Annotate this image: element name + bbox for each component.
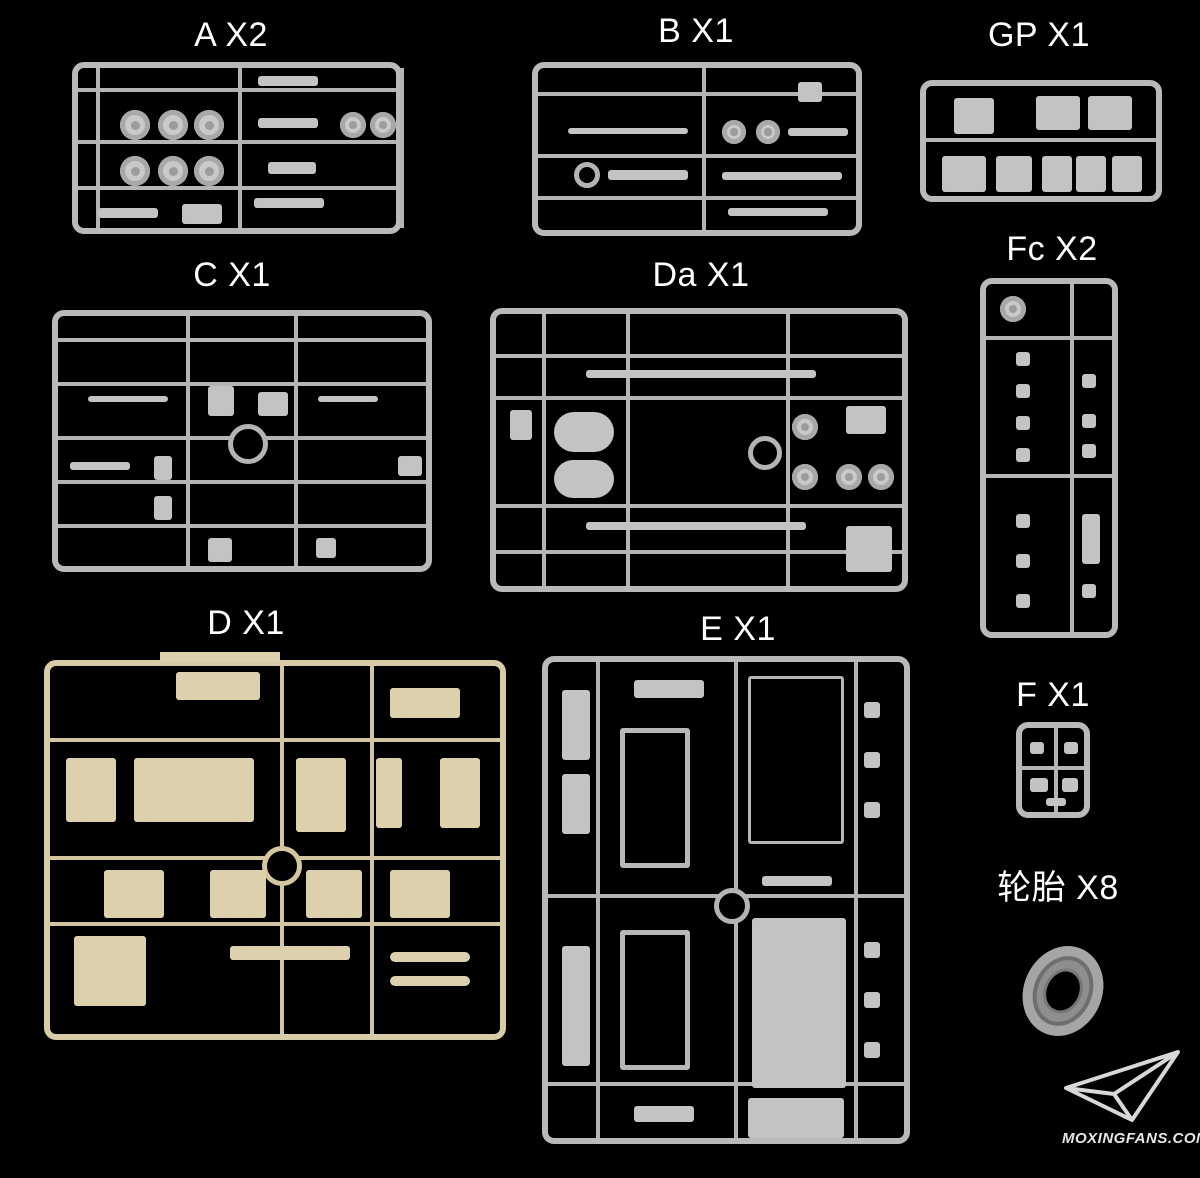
sprue-e	[542, 656, 910, 1144]
sprue-label-e: E X1	[700, 610, 776, 648]
sprue-gp	[920, 80, 1162, 202]
sprue-a	[72, 62, 404, 234]
sprue-label-gp: GP X1	[987, 16, 1091, 54]
sprue-c	[52, 310, 432, 572]
sprue-label-c: C X1	[193, 256, 271, 294]
sprue-label-f: F X1	[1016, 676, 1090, 714]
tire-label: 轮胎 X8	[997, 869, 1119, 907]
sprue-label-b: B X1	[658, 12, 734, 50]
sprue-label-fc: Fc X2	[1006, 230, 1098, 268]
watermark-text: MOXINGFANS.COM	[1062, 1130, 1200, 1147]
sprue-d	[44, 652, 506, 1040]
paper-plane-logo-icon	[1064, 1050, 1180, 1122]
sprue-label-da: Da X1	[652, 256, 750, 294]
sprue-fc	[980, 278, 1118, 638]
sprue-label-a: A X2	[194, 16, 268, 54]
sprue-f	[1016, 722, 1090, 818]
sprue-da	[490, 308, 908, 592]
sprue-label-d: D X1	[207, 604, 285, 642]
tire-icon	[1008, 932, 1118, 1050]
sprue-b	[532, 62, 862, 236]
